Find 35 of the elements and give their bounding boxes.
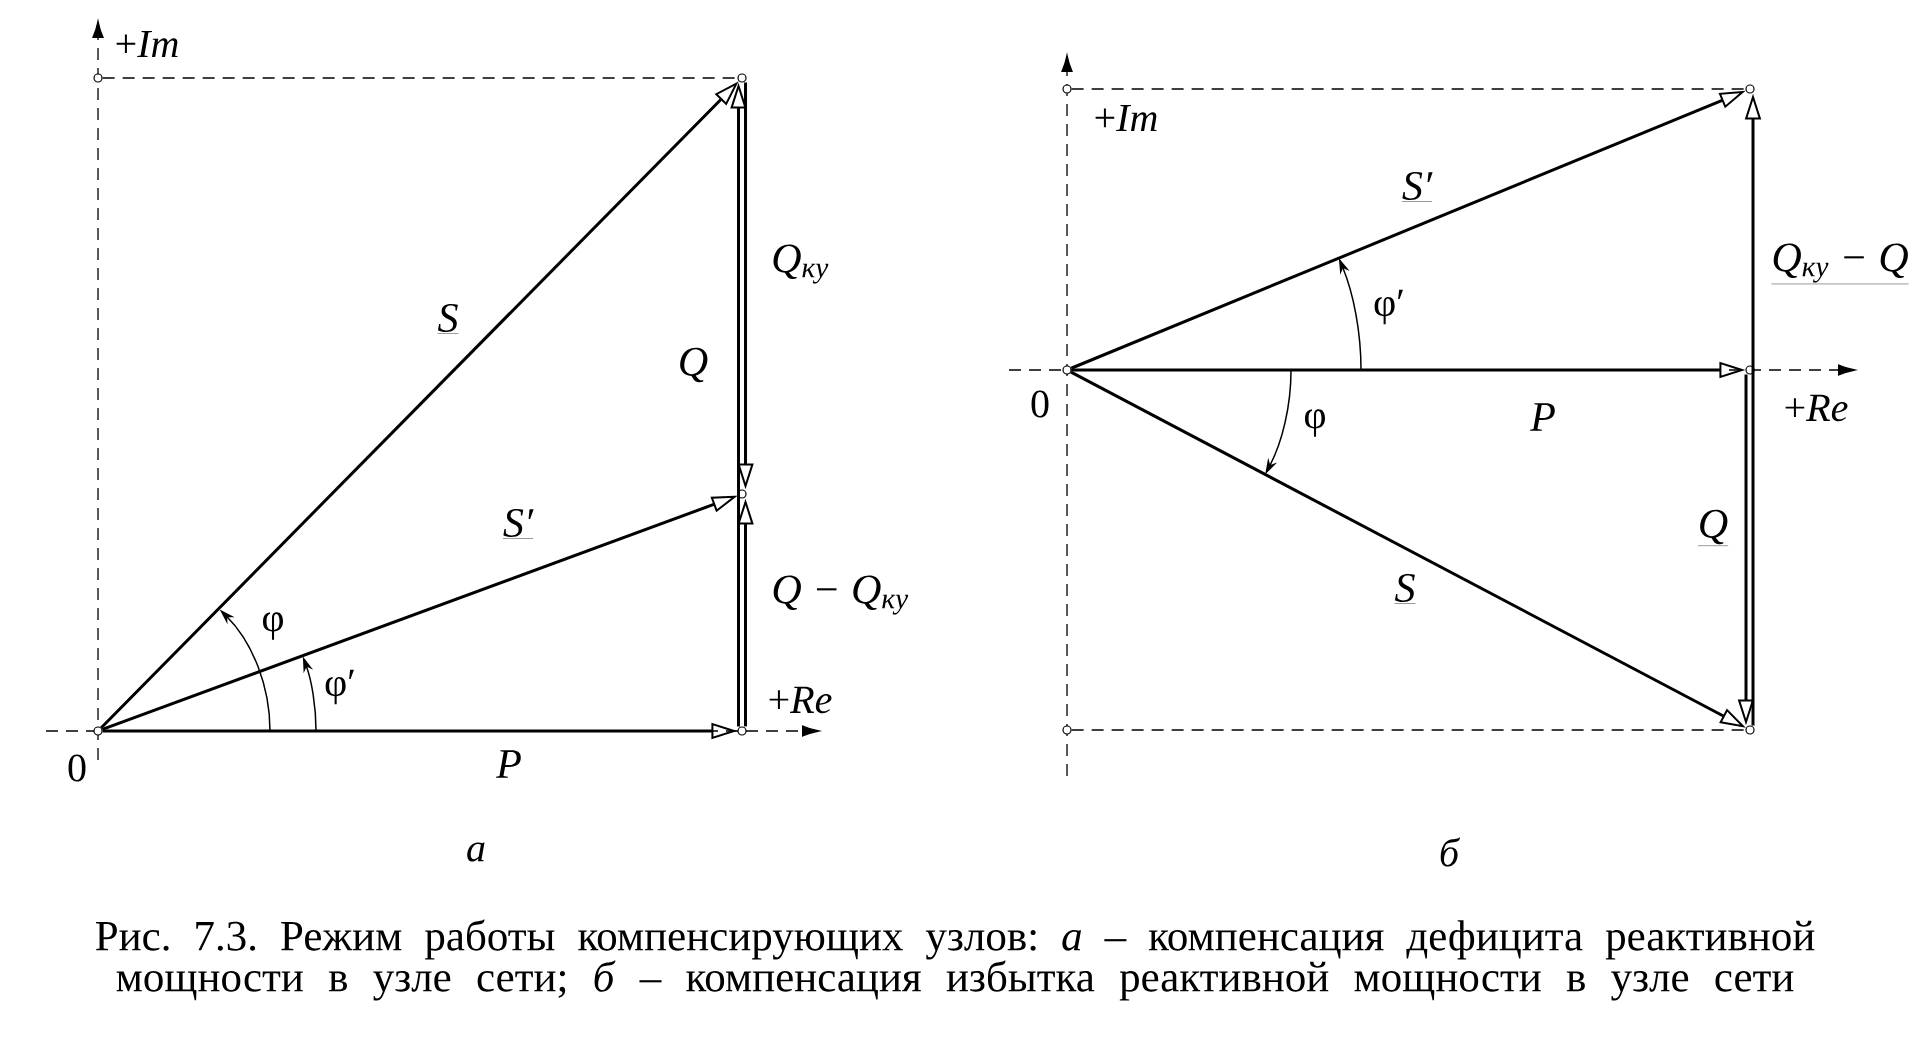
point bbox=[1745, 725, 1755, 735]
edge-label: Q bbox=[1695, 507, 1731, 549]
edge-label: P bbox=[494, 748, 524, 780]
point-label: 0 bbox=[1031, 390, 1049, 418]
point bbox=[737, 489, 747, 499]
projection-line bbox=[1070, 729, 1747, 731]
panel-letter: а bbox=[467, 842, 485, 862]
edge-label: Q − Q$_{ку}$ bbox=[769, 573, 911, 617]
angle-label: φ bbox=[1305, 409, 1325, 437]
point bbox=[93, 73, 103, 83]
angle-label: φ′ bbox=[325, 669, 354, 705]
point-label: 0 bbox=[68, 754, 86, 782]
angle-label: φ bbox=[263, 612, 283, 640]
axis-label: +Re bbox=[769, 686, 832, 714]
edge-label: Q bbox=[675, 345, 711, 385]
edge-label: Q$_{ку}$ bbox=[769, 242, 831, 286]
point bbox=[1745, 84, 1755, 94]
edge-label: S′ bbox=[500, 506, 536, 542]
axis-label: +Re bbox=[1785, 394, 1848, 422]
edge-label: S′ bbox=[1399, 169, 1435, 205]
edge-label: S bbox=[435, 301, 461, 337]
point bbox=[1062, 84, 1072, 94]
caption: Рис. 7.3. Режим работы компенсирующих узлов: а – компенсация дефицита реактивной мощности в узле сети; б – компенсация избытка реактивной мощности в узле сети bbox=[95, 919, 1815, 1001]
edge-label: P bbox=[1528, 401, 1558, 433]
point bbox=[737, 726, 747, 736]
axis-label: +Im bbox=[1095, 104, 1157, 132]
angle-label: φ′ bbox=[1374, 289, 1403, 325]
projection-line bbox=[1070, 88, 1747, 90]
axis-label: +Im bbox=[116, 30, 178, 58]
edge-label: Q$_{ку}$ − Q bbox=[1769, 241, 1910, 287]
edge-label: S bbox=[1392, 571, 1418, 607]
point bbox=[737, 73, 747, 83]
panel-letter: б bbox=[1440, 837, 1461, 867]
point bbox=[1745, 365, 1755, 375]
point bbox=[1062, 725, 1072, 735]
